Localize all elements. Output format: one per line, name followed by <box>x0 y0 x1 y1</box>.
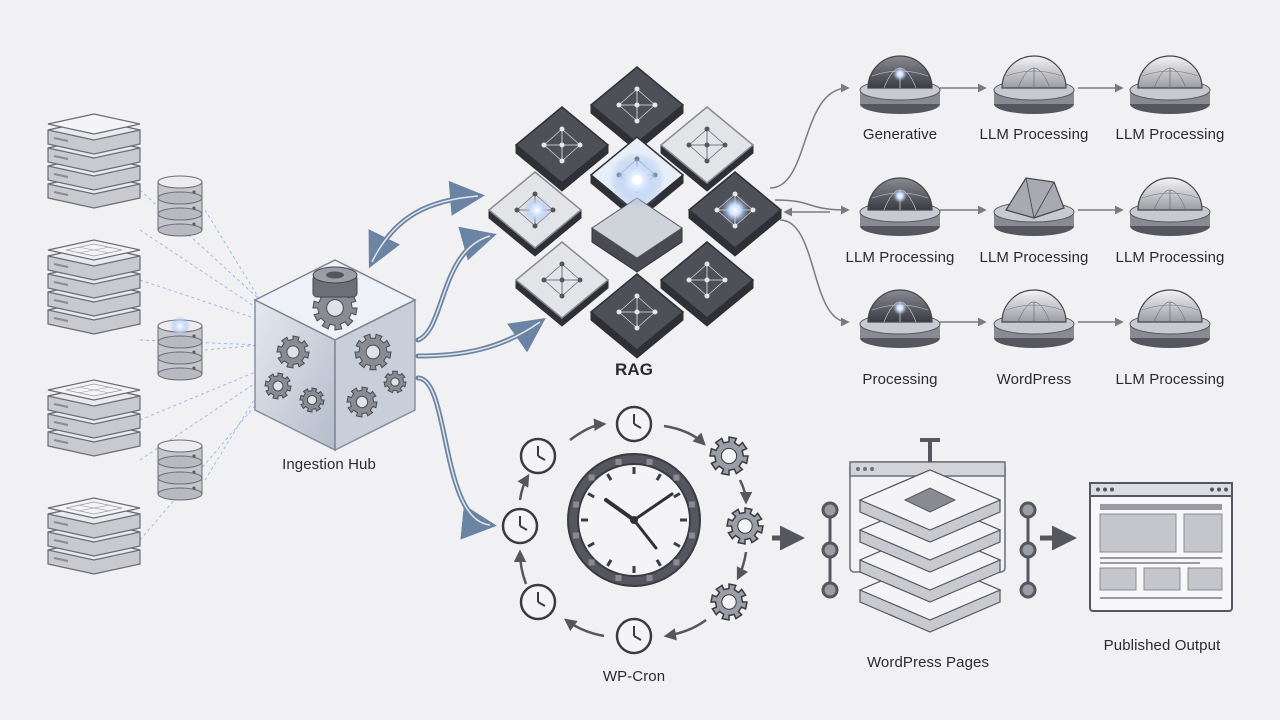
pipeline-row1-node2-label: LLM Processing <box>979 126 1089 143</box>
pipeline-row2-node2-label: LLM Processing <box>979 249 1089 266</box>
pipeline-row1-node1-label: Generative <box>862 126 938 143</box>
rag-tile-cluster <box>487 66 783 359</box>
server-top-panel <box>47 113 141 135</box>
processing-node <box>1005 177 1065 219</box>
data-source-stacks <box>47 113 141 575</box>
ingestion-hub-cube <box>253 259 417 452</box>
wp-cron-cycle <box>501 405 764 655</box>
rag-label: RAG <box>614 360 654 379</box>
pipeline-row3-node3-label: LLM Processing <box>1115 371 1225 388</box>
pipeline-row1-node3-label: LLM Processing <box>1115 126 1225 143</box>
published-output-label: Published Output <box>1103 637 1221 654</box>
wordpress-pages-label: WordPress Pages <box>866 654 990 671</box>
wordpress-pages-stack <box>821 438 1037 633</box>
wp-cron-label: WP-Cron <box>602 668 666 685</box>
pipeline-row2-node3-label: LLM Processing <box>1115 249 1225 266</box>
database-top <box>157 175 203 189</box>
pipeline-row2-node1-label: LLM Processing <box>845 249 955 266</box>
database-cylinders <box>157 175 203 501</box>
pipeline-row3-node1-label: Processing <box>862 371 938 388</box>
database-top <box>157 439 203 453</box>
published-output-window <box>1089 482 1233 612</box>
pipeline-row3-node2-label: WordPress <box>996 371 1072 388</box>
processing-nodes <box>859 55 1211 348</box>
pipeline-branch-arrows <box>769 83 1124 327</box>
ingestion-hub-label: Ingestion Hub <box>282 456 376 473</box>
